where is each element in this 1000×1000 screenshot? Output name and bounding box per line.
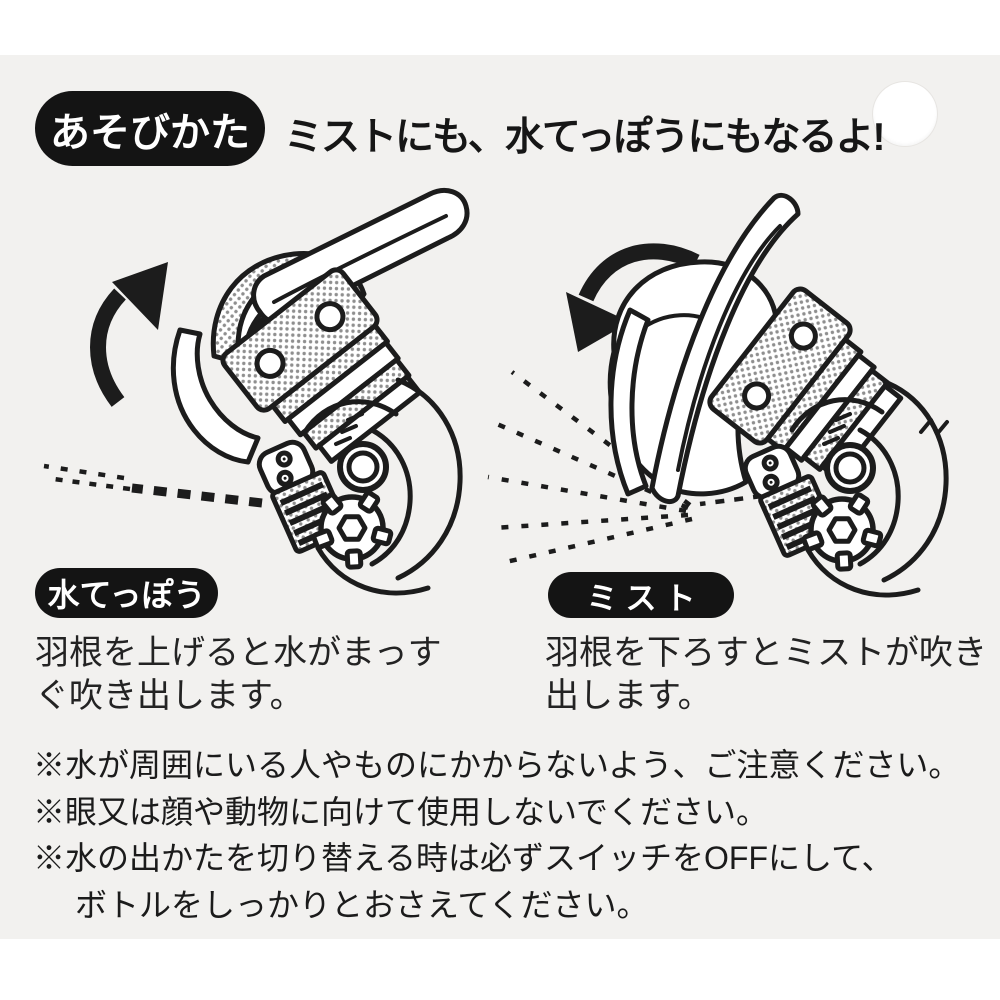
mist-description-line2: 出します。 xyxy=(545,677,712,715)
warning-note-line: ※眼又は顔や動物に向けて使用しないでください。 xyxy=(33,793,769,830)
warning-note-line: ※水が周囲にいる人やものにかからないよう、ご注意ください。 xyxy=(33,747,961,783)
mist-badge: ミスト xyxy=(548,572,734,618)
warning-note-line: ボトルをしっかりとおさえてください。 xyxy=(75,886,649,923)
water-gun-description-line1: 羽根を上げると水がまっす xyxy=(35,634,442,672)
dial-gear xyxy=(801,492,884,572)
mist-description-line1: 羽根を下ろすとミストが吹き xyxy=(545,634,987,672)
headline: ミストにも、水てっぽうにもなるよ! xyxy=(284,116,885,159)
water-gun-illustration xyxy=(43,188,470,596)
water-gun-badge-label: 水てっぽう xyxy=(47,577,206,613)
how-to-play-badge-label: あそびかた xyxy=(50,110,250,155)
fan-blade-down xyxy=(649,192,801,505)
rotate-down-arrow-icon xyxy=(566,243,700,352)
water-gun-badge: 水てっぽう xyxy=(35,568,218,618)
rotate-up-arrow-icon xyxy=(90,262,168,407)
warning-notes: ※水が周囲にいる人やものにかからないよう、ご注意ください。 ※眼又は顔や動物に向… xyxy=(33,742,960,928)
dial-gear xyxy=(311,490,394,570)
water-jet-dashes-icon xyxy=(43,463,263,508)
mist-description: 羽根を下ろすとミストが吹き 出します。 xyxy=(545,632,987,718)
water-gun-description: 羽根を上げると水がまっす ぐ吹き出します。 xyxy=(35,632,442,718)
mist-badge-label: ミスト xyxy=(586,580,704,616)
hang-tag xyxy=(0,55,1000,939)
punch-hole xyxy=(873,82,937,146)
warning-note-line: ※水の出かたを切り替える時は必ずスイッチをOFFにして、 xyxy=(33,840,894,876)
how-to-play-badge: あそびかた xyxy=(35,91,265,166)
mist-illustration xyxy=(487,192,949,598)
mist-spray-dashes-icon xyxy=(487,370,763,565)
water-gun-description-line2: ぐ吹き出します。 xyxy=(35,677,304,715)
